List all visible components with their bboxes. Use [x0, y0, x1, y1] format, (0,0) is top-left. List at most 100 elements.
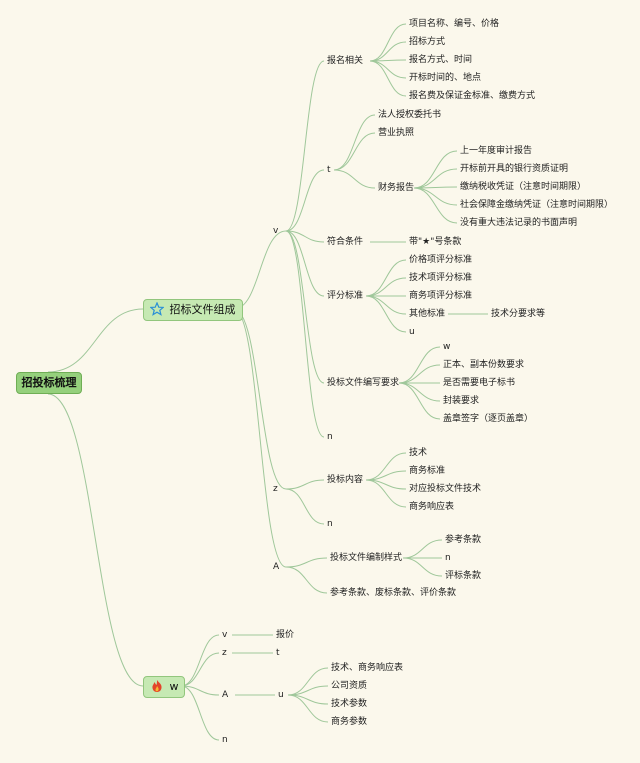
node-conditions: 符合条件	[327, 237, 364, 247]
edge-t-item	[333, 132, 376, 171]
finance-item: 开标前开具的银行资质证明	[460, 164, 569, 174]
edge-root-a	[47, 308, 144, 373]
b-u-item: 商务参数	[331, 717, 368, 727]
registration-item: 报名费及保证金标准、缴费方式	[409, 91, 536, 101]
format-item: 评标条款	[445, 571, 482, 581]
edge-v-child	[285, 230, 325, 438]
edge-fin-item	[413, 168, 458, 189]
conditions-item: 带"★"号条款	[409, 237, 462, 247]
finance-item: 上一年度审计报告	[460, 146, 533, 156]
node-b-u: u	[278, 690, 284, 700]
scoring-other: 其他标准	[409, 309, 446, 319]
edge-reg-item	[369, 60, 407, 79]
content-item: 技术	[409, 448, 428, 458]
edge-content-item	[365, 479, 407, 508]
edge-v-child	[285, 230, 325, 243]
registration-item: 开标时间的、地点	[409, 73, 482, 83]
node-content: 投标内容	[327, 475, 364, 485]
node-z: z	[273, 484, 278, 494]
node-b-v-child: 报价	[276, 630, 295, 640]
edge-reg-item	[369, 23, 407, 62]
node-v-n: n	[327, 432, 333, 442]
writing-item: 封装要求	[443, 396, 480, 406]
edge-v-child	[285, 230, 325, 297]
edge-fin-item	[413, 150, 458, 189]
edge-b-child	[180, 652, 220, 687]
node-scoring: 评分标准	[327, 291, 364, 301]
node-clauses: 参考条款、废标条款、评价条款	[330, 588, 457, 598]
edge-reg-item	[369, 60, 407, 97]
finance-item: 缴纳税收凭证（注意时间期限）	[460, 182, 587, 192]
edge-b-child	[180, 634, 220, 687]
edge-z-child	[285, 479, 325, 490]
edge-z-child	[285, 488, 325, 525]
b-u-item: 公司资质	[331, 681, 368, 691]
fire-icon	[152, 680, 162, 692]
registration-item: 招标方式	[409, 37, 446, 47]
writing-item: w	[443, 342, 451, 352]
edge-A-child	[285, 557, 328, 568]
branch-w-node[interactable]: w	[143, 676, 185, 698]
edge-write-item	[398, 382, 441, 402]
t-item: 法人授权委托书	[378, 110, 442, 120]
finance-item: 社会保障金缴纳凭证（注意时间期限）	[460, 200, 614, 210]
node-A: A	[273, 562, 280, 572]
writing-item: 正本、副本份数要求	[443, 360, 525, 370]
edge-a-A	[233, 308, 287, 568]
edge-format-item	[402, 557, 443, 577]
content-item: 对应投标文件技术	[409, 484, 482, 494]
edge-reg-item	[369, 41, 407, 62]
node-z-n: n	[327, 519, 333, 529]
edge-bu-item	[287, 694, 329, 723]
star-icon	[150, 302, 164, 316]
format-item: n	[445, 553, 451, 563]
registration-item: 项目名称、编号、价格	[409, 19, 500, 29]
finance-item: 没有重大违法记录的书面声明	[460, 218, 578, 228]
edge-b-child	[180, 685, 220, 696]
root-label: 招投标梳理	[21, 376, 77, 389]
edge-t-item	[333, 169, 376, 189]
t-item: 营业执照	[378, 128, 415, 138]
format-item: 参考条款	[445, 535, 482, 545]
edge-format-item	[402, 539, 443, 559]
edge-write-item	[398, 346, 441, 384]
node-finance: 财务报告	[378, 183, 415, 193]
node-format: 投标文件编制样式	[330, 553, 403, 563]
edge-fin-item	[413, 187, 458, 206]
edge-A-child	[285, 566, 328, 594]
node-b-z-child: t	[276, 648, 280, 658]
node-t: t	[327, 165, 331, 175]
registration-item: 报名方式、时间	[409, 55, 473, 65]
edge-score-item	[365, 295, 407, 333]
node-b-A: A	[222, 690, 229, 700]
node-v: v	[273, 226, 279, 236]
edge-fin-item	[413, 187, 458, 224]
content-item: 商务标准	[409, 466, 446, 476]
edge-b-child	[180, 685, 220, 741]
edge-v-child	[285, 60, 325, 232]
node-b-n: n	[222, 735, 228, 745]
branch-bid-docs-label: 招标文件组成	[169, 303, 236, 316]
edge-v-child	[285, 230, 325, 384]
edge-score-item	[365, 259, 407, 297]
edge-score-item	[365, 295, 407, 315]
writing-item: 是否需要电子标书	[443, 378, 516, 388]
writing-item: 盖章签字（逐页盖章）	[443, 414, 534, 424]
edge-write-item	[398, 364, 441, 384]
scoring-item: 价格项评分标准	[409, 255, 473, 265]
node-b-v: v	[222, 630, 228, 640]
scoring-item: 商务项评分标准	[409, 291, 473, 301]
content-item: 商务响应表	[409, 502, 455, 512]
node-writing: 投标文件编写要求	[327, 378, 400, 388]
scoring-other-child: 技术分要求等	[491, 309, 546, 319]
branch-w-label: w	[169, 680, 179, 693]
b-u-item: 技术参数	[331, 699, 368, 709]
root-node[interactable]: 招投标梳理	[16, 372, 82, 394]
branch-bid-docs-node[interactable]: 招标文件组成	[143, 299, 243, 321]
edge-v-child	[285, 169, 325, 232]
node-registration: 报名相关	[327, 56, 364, 66]
scoring-item: 技术项评分标准	[409, 273, 473, 283]
edge-a-v	[233, 230, 287, 310]
